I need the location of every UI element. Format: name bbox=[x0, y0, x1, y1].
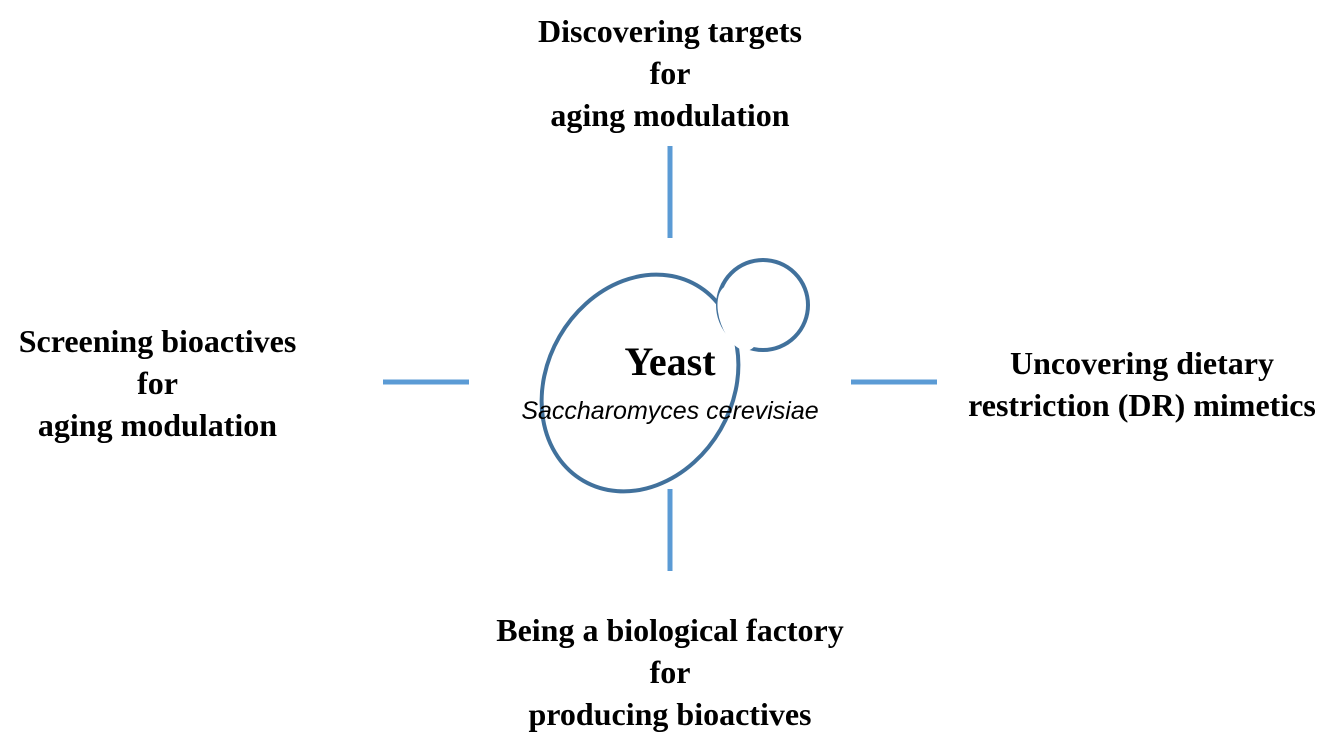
center-title: Yeast bbox=[624, 339, 716, 384]
branch-top-line-2: for bbox=[649, 55, 691, 91]
branch-bottom-line-1: Being a biological factory bbox=[496, 612, 844, 648]
center-subtitle: Saccharomyces cerevisiae bbox=[521, 397, 819, 425]
branch-left-line-3: aging modulation bbox=[37, 407, 278, 443]
branch-right-label: Uncovering dietary restriction (DR) mime… bbox=[955, 342, 1329, 426]
branch-left-line-1: Screening bioactives bbox=[18, 323, 297, 359]
branch-top-line-1: Discovering targets bbox=[538, 13, 802, 49]
branch-right-line-1: Uncovering dietary bbox=[1010, 345, 1274, 381]
branch-top-line-3: aging modulation bbox=[550, 97, 790, 133]
branch-bottom-line-2: for bbox=[649, 654, 691, 690]
branch-bottom-line-3: producing bioactives bbox=[528, 696, 812, 732]
yeast-mother-cell bbox=[539, 272, 741, 494]
branch-bottom-label: Being a biological factory for producing… bbox=[460, 609, 880, 735]
branch-right-line-2: restriction (DR) mimetics bbox=[968, 387, 1316, 423]
branch-left-line-2: for bbox=[137, 365, 178, 401]
branch-top-label: Discovering targets for aging modulation bbox=[470, 10, 870, 136]
branch-left-label: Screening bioactives for aging modulatio… bbox=[0, 320, 315, 446]
yeast-junction-mask bbox=[717, 285, 759, 351]
